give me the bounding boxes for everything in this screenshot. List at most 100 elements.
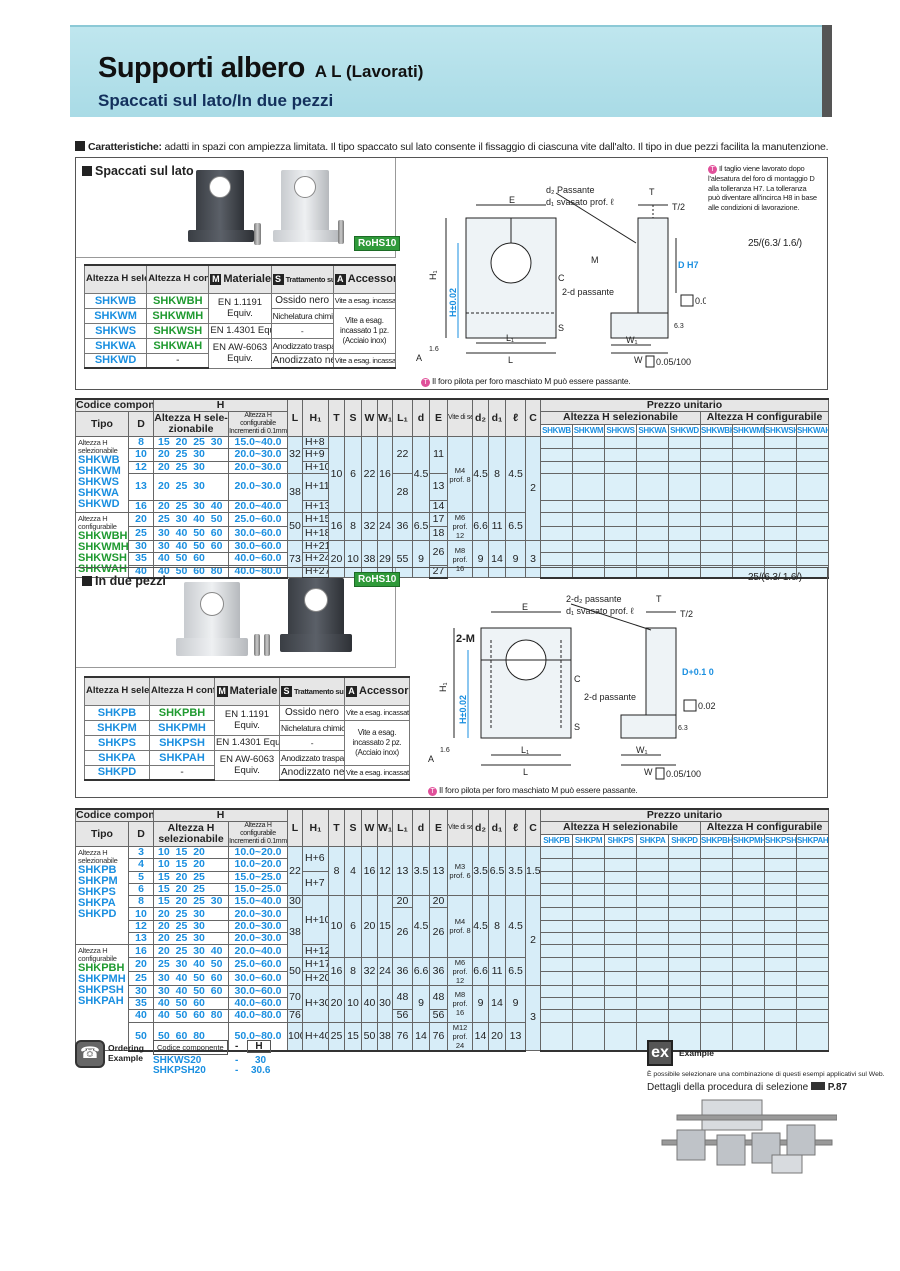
- code-selectable: SHKWD: [83, 352, 148, 369]
- cell-L1: 36: [392, 512, 414, 541]
- tipo-code: SHKWD: [78, 498, 120, 510]
- cell-D: 40: [127, 564, 155, 579]
- cell-selectable-h: 20 25 30 40: [153, 944, 230, 958]
- header-W1: W₁: [377, 398, 394, 437]
- cell-E: 11: [429, 436, 449, 474]
- cell-d1: 20: [488, 1021, 507, 1052]
- price-cell: [572, 460, 606, 474]
- surface-treatment: Anodizzato nero: [270, 352, 334, 369]
- price-cell: [764, 460, 798, 474]
- product-photo-dark-base: [280, 634, 352, 652]
- cell-l: 13: [505, 1021, 527, 1052]
- label-d: 2-d passante: [584, 692, 636, 702]
- header-d2: d₂: [472, 398, 490, 437]
- price-cell: [668, 472, 702, 501]
- cell-configurable-h: 25.0~60.0: [228, 512, 289, 527]
- cell-D: 35: [127, 552, 155, 566]
- price-cell: [572, 435, 606, 450]
- dim-D: D H7: [678, 260, 699, 270]
- spec-table-two-piece: Codice componenteHLH₁TSWW₁L₁dEVite di se…: [74, 808, 830, 1052]
- cell-configurable-h: 20.0~30.0: [228, 448, 289, 462]
- datum-A: A: [416, 353, 422, 363]
- dim-T2: T/2: [680, 609, 693, 619]
- cell-W: 40: [361, 984, 379, 1023]
- cell-D: 50: [127, 1021, 155, 1052]
- dim-W: W: [644, 767, 653, 777]
- code-configurable: -: [146, 352, 210, 369]
- dim-T2: T/2: [672, 202, 685, 212]
- cell-M: M4 prof. 8: [447, 895, 474, 958]
- header-prezzo: Prezzo unitario: [540, 808, 830, 822]
- cell-D: 3: [127, 845, 155, 860]
- header-L1: L₁: [392, 398, 414, 437]
- cell-H1: H+12: [302, 944, 330, 958]
- price-cell: [604, 956, 638, 972]
- cell-configurable-h: 20.0~30.0: [228, 460, 289, 474]
- screw-photo: [254, 223, 261, 245]
- cell-D: 12: [127, 460, 155, 474]
- price-code-header: SHKWSH: [764, 423, 798, 437]
- cell-H1: H+20: [302, 970, 330, 986]
- price-cell: [764, 870, 798, 884]
- code-selectable: SHKPD: [84, 764, 150, 781]
- photo-hole: [209, 176, 231, 198]
- cell-D: 10: [127, 448, 155, 462]
- section-side-split: Spaccati sul lato RoHS10 Altezza H selez…: [75, 157, 828, 390]
- price-cell: [796, 956, 830, 972]
- price-cell: [540, 996, 574, 1011]
- cell-D: 30: [127, 984, 155, 998]
- header-L: L: [287, 808, 304, 847]
- header-M: Vite di serraggio M: [447, 808, 474, 847]
- cell-selectable-h: 20 25 30: [153, 907, 230, 921]
- page-ref-link[interactable]: P.87: [827, 1082, 848, 1093]
- cell-L: 50: [287, 512, 304, 541]
- cell-configurable-h: 20.0~30.0: [228, 472, 289, 501]
- price-cell: [732, 460, 766, 474]
- price-cell: [604, 996, 638, 1011]
- header-h: H: [153, 808, 289, 822]
- price-cell: [732, 882, 766, 897]
- cell-configurable-h: 30.0~60.0: [228, 526, 289, 541]
- price-cell: [764, 499, 798, 514]
- cell-H1: H+40: [302, 1021, 330, 1052]
- technical-drawing: E d₂ Passante d₁ svasato prof. ℓ T T/2 H…: [416, 185, 706, 368]
- price-cell: [700, 1009, 734, 1023]
- price-cell: [604, 564, 638, 579]
- code-selectable: SHKWB: [83, 292, 148, 309]
- cell-selectable-h: 20 25 30: [153, 932, 230, 946]
- header-L: L: [287, 398, 304, 437]
- price-cell: [572, 448, 606, 462]
- price-cell: [604, 499, 638, 514]
- cell-d: 9: [412, 539, 431, 579]
- cell-D: 10: [127, 907, 155, 921]
- cell-d2: 4.5: [472, 436, 490, 513]
- header-S: S: [344, 808, 363, 847]
- price-cell: [764, 448, 798, 462]
- cell-T: 20: [328, 539, 346, 579]
- price-code-header: SHKWB: [540, 423, 574, 437]
- ordering-row: SHKWS20-30: [153, 1055, 267, 1066]
- cell-C: 3: [525, 984, 542, 1052]
- cell-H1: H+10: [302, 895, 330, 946]
- cell-E: 26: [429, 907, 449, 958]
- cell-configurable-h: 50.0~80.0: [228, 1021, 289, 1052]
- header-M: Vite di serraggio M: [447, 398, 474, 437]
- cell-D: 20: [127, 956, 155, 972]
- price-cell: [572, 895, 606, 909]
- cell-D: 8: [127, 895, 155, 909]
- roughness-1-6: 1.6: [440, 747, 450, 754]
- surface-treatment: Anodizzato trasparente: [270, 337, 334, 354]
- price-cell: [700, 512, 734, 527]
- price-cell: [604, 984, 638, 998]
- cell-d1: 11: [488, 956, 507, 986]
